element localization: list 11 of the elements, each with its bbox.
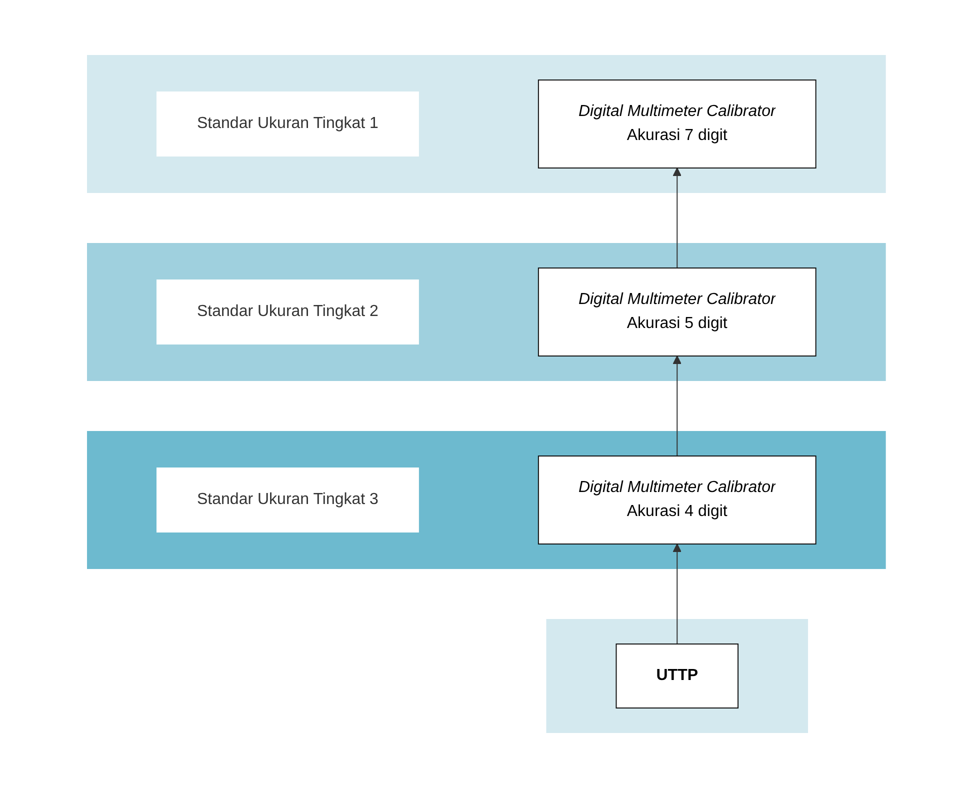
cluster: [86, 430, 886, 568]
node-box: Standar Ukuran Tingkat 3: [156, 467, 419, 532]
arrow: [672, 355, 682, 456]
node-box: Standar Ukuran Tingkat 2: [156, 279, 419, 344]
node-box: Standar Ukuran Tingkat 1: [156, 91, 419, 156]
arrow: [672, 167, 682, 268]
node-box: UTTP: [615, 643, 738, 708]
cluster: [86, 242, 886, 380]
cluster: [86, 54, 886, 192]
cluster: [546, 618, 808, 732]
arrow: [672, 543, 682, 644]
